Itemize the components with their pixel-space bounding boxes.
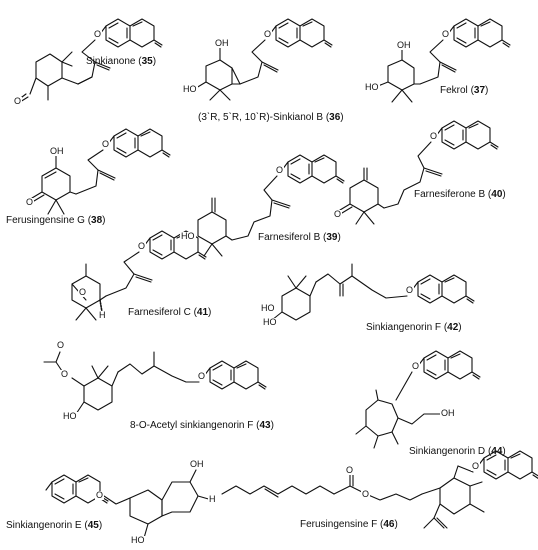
compound-name: Fekrol [440, 85, 468, 96]
label-compound-37: Fekrol (37) [440, 85, 489, 96]
structure-41 [71, 230, 207, 321]
ether-oxygen-46: O [471, 461, 481, 471]
label-compound-45: Sinkiangenorin E (45) [6, 520, 103, 531]
carbonyl-oxygen-43: O [56, 340, 66, 350]
label-compound-35: Sinkianone (35) [86, 56, 157, 67]
hydrogen-41: H [98, 310, 107, 320]
ester-oxygen-46: O [361, 489, 371, 499]
label-compound-38: Ferusingensine G (38) [6, 215, 106, 226]
structure-39 [197, 154, 345, 257]
compound-number: 44 [491, 446, 503, 457]
ketone-oxygen-40: O [333, 209, 343, 219]
ketone-oxygen-38: O [25, 197, 35, 207]
structure-40 [339, 120, 499, 225]
hydroxyl-42: HO [260, 303, 276, 313]
hydroxyl-43: HO [62, 411, 78, 421]
epoxide-oxygen-41: O [78, 287, 88, 297]
ether-oxygen-38: O [101, 139, 111, 149]
structure-43 [43, 351, 267, 415]
ether-oxygen-42: O [405, 285, 415, 295]
compound-number: 42 [447, 322, 459, 333]
ether-oxygen-40: O [429, 131, 439, 141]
compound-name: Farnesiferol C [128, 307, 191, 318]
ether-oxygen-45: O [95, 490, 105, 500]
compound-name: Sinkiangenorin E [6, 520, 82, 531]
hydroxyl-44: OH [440, 408, 456, 418]
compound-number: 41 [196, 307, 209, 318]
compound-number: 35 [141, 56, 153, 67]
compound-number: 36 [329, 112, 341, 123]
compound-number: 46 [383, 519, 395, 530]
ether-oxygen-41: O [137, 241, 147, 251]
compound-name: (3ˋR, 5ˋR, 10ˋR)-Sinkianol B [198, 112, 324, 123]
structure-36 [195, 18, 333, 101]
ether-oxygen-43: O [197, 371, 207, 381]
hydrogen-45: H [208, 494, 217, 504]
structure-35 [17, 18, 163, 103]
structure-37 [377, 18, 511, 103]
compound-name: Ferusingensine F [300, 519, 378, 530]
ester-carbonyl-oxygen-46: O [345, 465, 355, 475]
hydroxyl-42b: HO [262, 317, 278, 327]
label-compound-46: Ferusingensine F (46) [300, 519, 398, 530]
compound-name: Sinkianone [86, 56, 136, 67]
structure-38 [31, 128, 171, 215]
compound-number: 45 [87, 520, 99, 531]
hydroxyl-36b: HO [182, 84, 198, 94]
compound-number: 39 [326, 232, 338, 243]
structure-46 [221, 450, 538, 529]
label-compound-36: (3ˋR, 5ˋR, 10ˋR)-Sinkianol B (36) [198, 112, 344, 123]
hydroxyl-38: OH [49, 146, 65, 156]
ether-oxygen-44: O [411, 361, 421, 371]
label-compound-39: Farnesiferol B (39) [258, 232, 341, 243]
hydroxyl-39: HO [180, 231, 196, 241]
ether-oxygen-36: O [263, 29, 273, 39]
structure-42 [271, 263, 475, 321]
compound-name: 8-O-Acetyl sinkiangenorin F [130, 420, 254, 431]
compound-number: 40 [491, 189, 503, 200]
ether-oxygen-35: O [93, 29, 103, 39]
compound-number: 38 [91, 215, 103, 226]
structure-44 [355, 350, 481, 449]
hydroxyl-37: OH [396, 40, 412, 50]
compound-number: 37 [473, 85, 486, 96]
hydroxyl-37b: HO [364, 82, 380, 92]
hydroxyl-45b: HO [130, 535, 146, 545]
label-compound-44: Sinkiangenorin D (44) [409, 446, 506, 457]
ether-oxygen-39: O [275, 165, 285, 175]
compound-name: Sinkiangenorin F [366, 322, 442, 333]
label-compound-42: Sinkiangenorin F (42) [366, 322, 462, 333]
ether-oxygen-37: O [441, 29, 451, 39]
label-compound-40: Farnesiferone B (40) [414, 189, 506, 200]
compound-name: Farnesiferone B [414, 189, 486, 200]
hydroxyl-36: OH [214, 38, 230, 48]
label-compound-43: 8-O-Acetyl sinkiangenorin F (43) [130, 420, 274, 431]
ketone-oxygen-35: O [13, 96, 23, 106]
compound-name: Ferusingensine G [6, 215, 85, 226]
acetate-oxygen-43: O [60, 369, 70, 379]
compound-name: Farnesiferol B [258, 232, 321, 243]
compound-name: Sinkiangenorin D [409, 446, 486, 457]
label-compound-41: Farnesiferol C (41) [128, 307, 212, 318]
compound-number: 43 [259, 420, 271, 431]
hydroxyl-45: OH [189, 459, 205, 469]
